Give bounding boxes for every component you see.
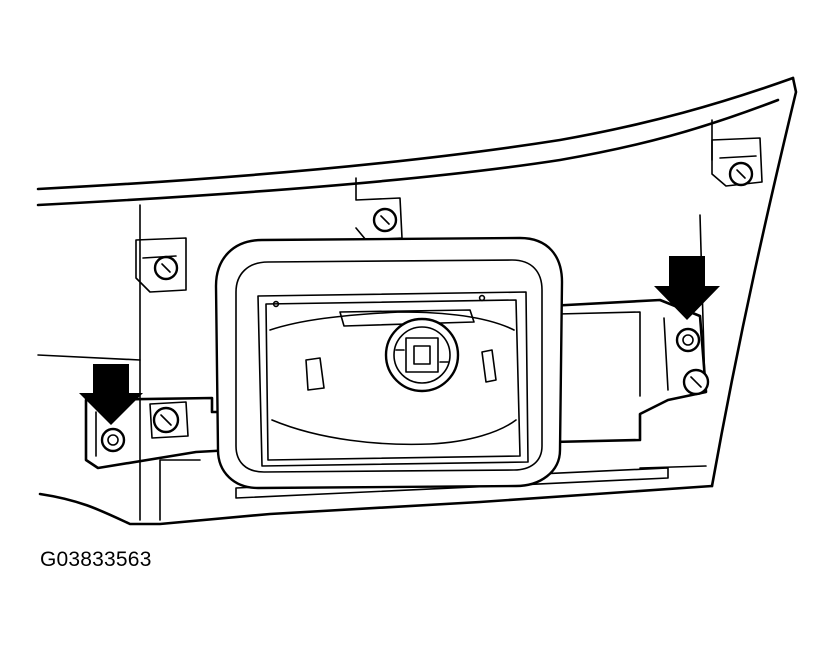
right-arrow-icon: [654, 256, 720, 320]
lower-left-clip: [149, 401, 189, 439]
bulb-socket: [384, 317, 460, 393]
right-mounting-bolt: [675, 327, 701, 353]
figure-id-label: G03833563: [40, 548, 152, 571]
left-mounting-bolt: [100, 427, 126, 453]
upper-clip-center: [355, 177, 403, 241]
left-arrow-icon: [79, 364, 143, 425]
upper-clip-right: [711, 137, 763, 187]
lower-right-clip: [682, 368, 710, 396]
upper-clip-left: [135, 237, 187, 293]
